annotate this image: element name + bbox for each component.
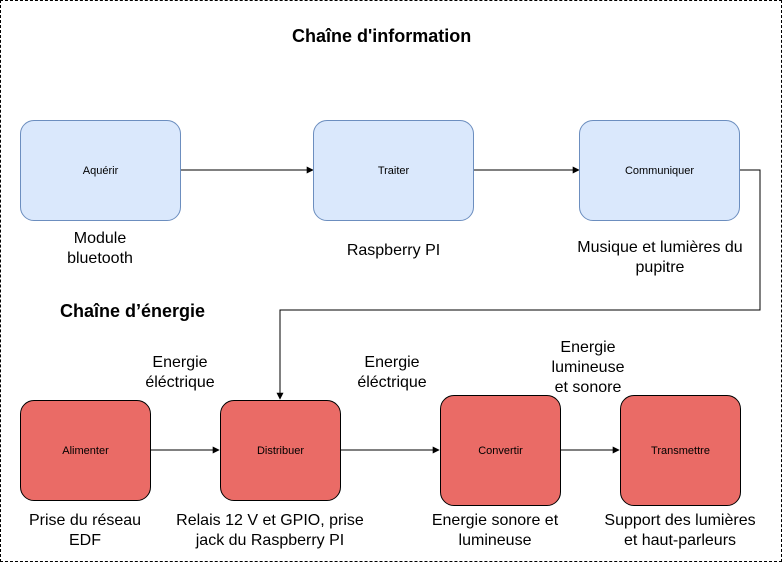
caption-line: Module [73,230,127,247]
flow-label-line: Energie [364,354,420,371]
caption-line: Musique et lumières du [577,239,743,256]
caption-line: Relais 12 V et GPIO, prise [176,512,364,529]
title-chaine-information: Chaîne d'information [292,26,472,46]
box-alimenter: Alimenter [20,400,151,501]
box-convertir: Convertir [440,395,561,506]
caption-line: Support des lumières [604,512,756,529]
caption-aquerir: Module bluetooth [40,229,160,269]
caption-transmettre: Support des lumières et haut-parleurs [590,511,770,551]
caption-line: Prise du réseau [28,512,142,529]
flow-label-line: éléctrique [145,374,215,391]
caption-communiquer: Musique et lumières du pupitre [560,238,760,278]
caption-traiter: Raspberry PI [313,241,474,261]
caption-alimenter: Prise du réseau EDF [10,511,160,551]
flow-label-line: éléctrique [357,374,427,391]
caption-line: EDF [69,532,101,549]
box-distribuer: Distribuer [220,400,341,501]
box-transmettre: Transmettre [620,395,741,506]
flow-label-convertir-transmettre: Energie lumineuse et sonore [538,338,638,398]
caption-line: bluetooth [67,250,133,267]
caption-line: Raspberry PI [346,242,441,259]
flow-label-line: lumineuse [551,359,625,376]
flow-label-alimenter-distribuer: Energie éléctrique [130,353,230,393]
caption-line: lumineuse [458,532,532,549]
arrow-communiquer-distribuer [276,169,761,400]
flow-label-line: Energie [560,339,616,356]
box-aquerir: Aquérir [20,120,181,221]
caption-line: jack du Raspberry PI [195,532,345,549]
caption-convertir: Energie sonore et lumineuse [415,511,575,551]
caption-line: pupitre [635,259,685,276]
caption-distribuer: Relais 12 V et GPIO, prise jack du Raspb… [160,511,380,551]
box-communiquer: Communiquer [579,120,740,221]
title-chaine-energie: Chaîne d’énergie [60,301,206,321]
flow-label-line: Energie [152,354,208,371]
flow-label-line: et sonore [554,379,622,396]
box-traiter: Traiter [313,120,474,221]
caption-line: et haut-parleurs [623,532,737,549]
caption-line: Energie sonore et [431,512,559,529]
flow-label-distribuer-convertir: Energie éléctrique [342,353,442,393]
